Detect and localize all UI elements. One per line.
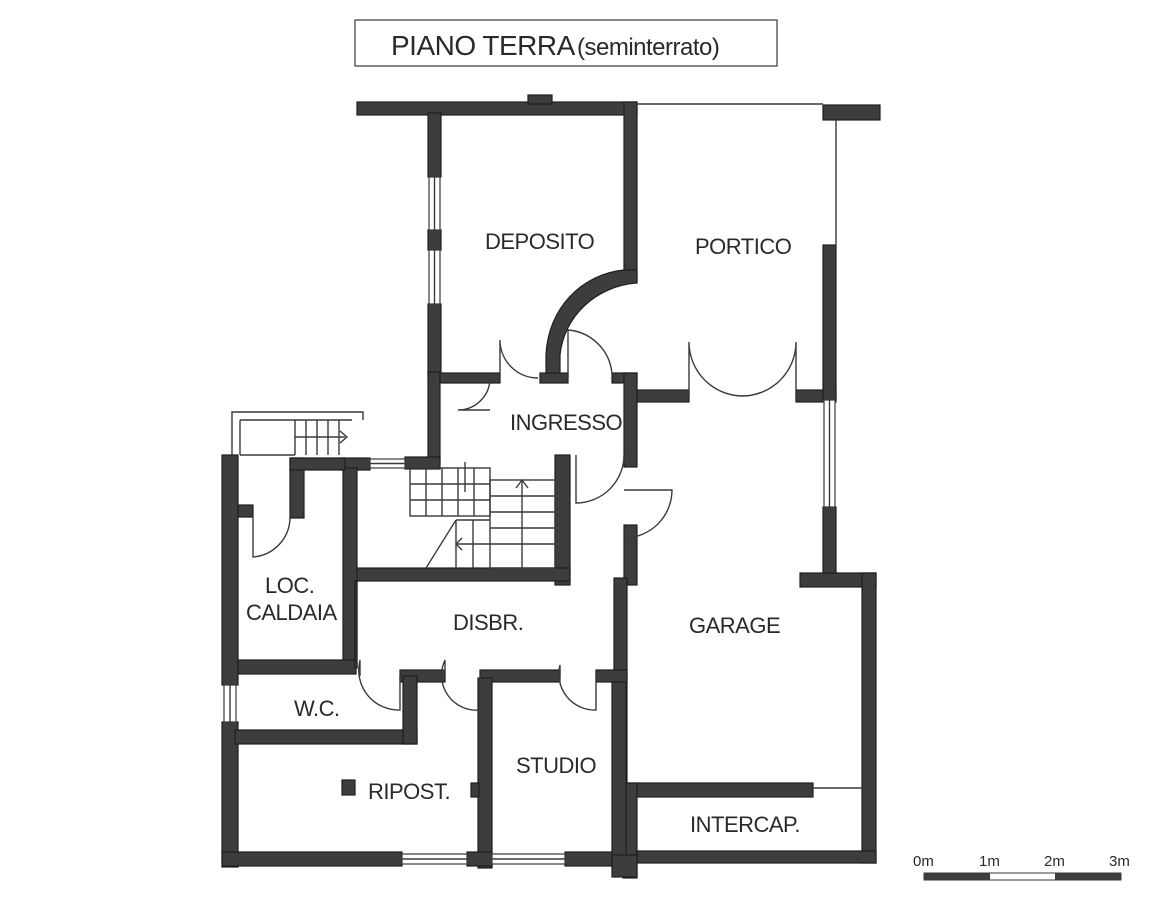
wall-chimney bbox=[527, 94, 553, 105]
wall bbox=[221, 454, 239, 686]
room-label-garage: GARAGE bbox=[689, 613, 780, 638]
scale-label: 2m bbox=[1044, 853, 1065, 870]
wall bbox=[623, 101, 638, 283]
wall bbox=[636, 389, 690, 403]
title-frame bbox=[354, 19, 778, 67]
wall bbox=[237, 659, 357, 675]
doors bbox=[252, 329, 797, 711]
wall bbox=[822, 244, 837, 401]
room-labels: DEPOSITO PORTICO INGRESSO LOC. CALDAIA D… bbox=[246, 229, 801, 837]
wall bbox=[289, 457, 346, 471]
wall bbox=[861, 572, 877, 864]
wall bbox=[477, 677, 493, 869]
wall bbox=[611, 854, 638, 878]
wall bbox=[466, 851, 493, 867]
scale-segment bbox=[1055, 873, 1121, 880]
wall bbox=[427, 371, 441, 463]
scale-label: 3m bbox=[1109, 853, 1130, 870]
wall bbox=[404, 456, 441, 470]
room-label-intercap: INTERCAP. bbox=[690, 812, 800, 837]
scale-label: 1m bbox=[979, 853, 1000, 870]
room-label-deposito: DEPOSITO bbox=[485, 229, 595, 254]
room-label-wc: W.C. bbox=[294, 696, 340, 721]
wall bbox=[595, 669, 628, 683]
pillar bbox=[341, 779, 356, 796]
wall bbox=[822, 104, 881, 121]
wall bbox=[234, 729, 418, 745]
plan-title: PIANO TERRA (seminterrato) bbox=[354, 19, 778, 67]
wall bbox=[354, 567, 571, 582]
wall bbox=[237, 504, 254, 518]
wall bbox=[427, 303, 442, 377]
room-label-ripost: RIPOST. bbox=[368, 779, 450, 804]
wall bbox=[539, 372, 569, 384]
fine-lines bbox=[231, 103, 862, 789]
title-sub: (seminterrato) bbox=[577, 34, 719, 61]
wall bbox=[822, 506, 837, 580]
title-main: PIANO TERRA bbox=[391, 30, 576, 61]
room-label-ingresso: INGRESSO bbox=[510, 410, 623, 435]
wall bbox=[356, 101, 638, 116]
wall bbox=[611, 681, 627, 868]
wall bbox=[439, 372, 501, 384]
wall bbox=[636, 850, 877, 864]
wall bbox=[623, 524, 638, 586]
wall bbox=[613, 577, 628, 679]
room-label-studio: STUDIO bbox=[516, 753, 597, 778]
wall bbox=[402, 675, 418, 745]
wall bbox=[622, 782, 814, 798]
room-label-loc: LOC. bbox=[265, 573, 314, 598]
scale-bar: 0m 1m 2m 3m bbox=[913, 853, 1130, 881]
scale-segment bbox=[924, 873, 990, 880]
internal-stair bbox=[409, 462, 556, 569]
windows bbox=[223, 176, 836, 865]
wall bbox=[623, 372, 638, 468]
wall bbox=[554, 454, 571, 586]
wall-curved bbox=[545, 269, 638, 379]
room-label-portico: PORTICO bbox=[695, 234, 792, 259]
wall bbox=[354, 580, 358, 669]
wall bbox=[221, 851, 403, 867]
scale-label: 0m bbox=[913, 853, 934, 870]
room-label-disbr: DISBR. bbox=[453, 610, 523, 635]
wall bbox=[427, 229, 442, 251]
room-label-caldaia: CALDAIA bbox=[246, 600, 337, 625]
walls bbox=[221, 94, 881, 879]
wall bbox=[427, 112, 442, 178]
wall bbox=[470, 782, 480, 798]
outside-stair bbox=[295, 420, 349, 455]
